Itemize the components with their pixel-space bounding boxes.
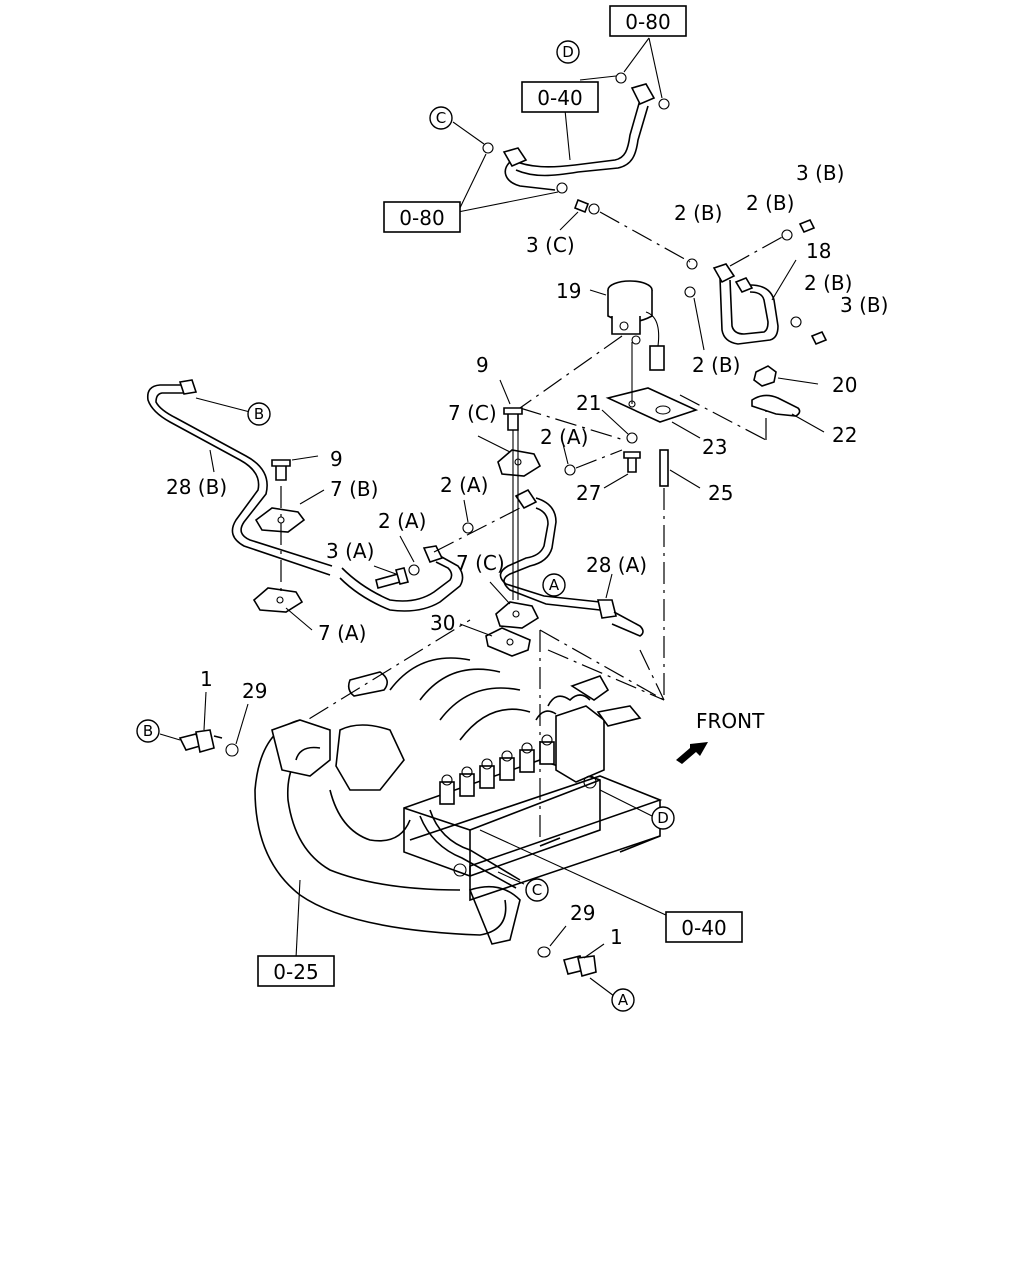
callout-d-engine: D [651, 806, 675, 830]
ref-box-0-80-top: 0-80 [609, 5, 687, 37]
svg-text:B: B [143, 722, 153, 740]
ref-box-0-25: 0-25 [257, 955, 335, 987]
pipe-28b [146, 379, 464, 612]
bracket-23 [519, 335, 767, 441]
fasteners-21-27-25 [601, 409, 701, 700]
callout-a-pipe: A [542, 573, 566, 597]
label-29-left: 29 [242, 679, 267, 703]
svg-text:A: A [618, 991, 629, 1009]
callout-a-sensor: A [611, 988, 635, 1012]
svg-text:A: A [549, 576, 560, 594]
svg-text:D: D [562, 43, 574, 61]
svg-text:C: C [532, 881, 542, 899]
svg-text:0-80: 0-80 [625, 10, 670, 34]
label-18: 18 [806, 239, 831, 263]
bolt-3c [559, 198, 691, 263]
label-2b-a: 2 (B) [674, 201, 722, 225]
injector-row [439, 734, 555, 805]
ref-box-0-40-bottom: 0-40 [665, 911, 743, 943]
label-1-left: 1 [200, 667, 213, 691]
pipe-28a [499, 439, 644, 637]
top-pipe-assembly [452, 37, 670, 213]
callout-c-engine: C [525, 878, 549, 902]
label-1-bottom: 1 [610, 925, 623, 949]
callout-b-sensor: B [136, 719, 160, 743]
engine-assembly [254, 619, 669, 959]
label-3c: 3 (C) [526, 233, 575, 257]
svg-text:B: B [254, 405, 264, 423]
svg-text:0-80: 0-80 [399, 206, 444, 230]
label-front: FRONT [696, 709, 765, 733]
sensor-1-bottom [537, 925, 615, 997]
label-3a: 3 (A) [326, 539, 374, 563]
clip-22-nut-20 [751, 365, 825, 433]
label-22: 22 [832, 423, 857, 447]
callout-c-top: C [429, 106, 453, 130]
ref-box-0-80-left: 0-80 [383, 201, 461, 233]
callout-b-pipe: B [247, 402, 271, 426]
clamps-7c-30 [459, 379, 542, 657]
label-2a-a: 2 (A) [540, 425, 588, 449]
label-2b-d: 2 (B) [692, 353, 740, 377]
callout-d-top: D [556, 40, 580, 64]
label-30: 30 [430, 611, 455, 635]
bolt-3a [373, 499, 521, 589]
label-19: 19 [556, 279, 581, 303]
label-28b: 28 (B) [166, 475, 227, 499]
svg-text:0-40: 0-40 [681, 916, 726, 940]
label-25: 25 [708, 481, 733, 505]
pipe-18 [684, 218, 828, 351]
ref-box-0-40-top: 0-40 [521, 81, 599, 113]
label-28a: 28 (A) [586, 553, 647, 577]
label-7c-a: 7 (C) [448, 401, 497, 425]
label-9-a: 9 [476, 353, 489, 377]
label-27: 27 [576, 481, 601, 505]
label-7c-b: 7 (C) [456, 551, 505, 575]
label-7a: 7 (A) [318, 621, 366, 645]
label-7b: 7 (B) [330, 477, 378, 501]
clamps-7a-7b [252, 455, 325, 631]
label-21: 21 [576, 391, 601, 415]
label-2b-c: 2 (B) [804, 271, 852, 295]
front-arrow [676, 742, 708, 764]
svg-text:C: C [436, 109, 446, 127]
svg-text:D: D [657, 809, 669, 827]
label-29-bottom: 29 [570, 901, 595, 925]
solenoid-valve-19 [589, 280, 665, 371]
svg-text:0-40: 0-40 [537, 86, 582, 110]
label-3b-top: 3 (B) [796, 161, 844, 185]
label-9-b: 9 [330, 447, 343, 471]
label-2a-b: 2 (A) [440, 473, 488, 497]
label-20: 20 [832, 373, 857, 397]
sensor-1-left [159, 691, 249, 757]
label-3b-right: 3 (B) [840, 293, 888, 317]
label-23: 23 [702, 435, 727, 459]
svg-text:0-25: 0-25 [273, 960, 318, 984]
label-2a-c: 2 (A) [378, 509, 426, 533]
label-2b-b: 2 (B) [746, 191, 794, 215]
